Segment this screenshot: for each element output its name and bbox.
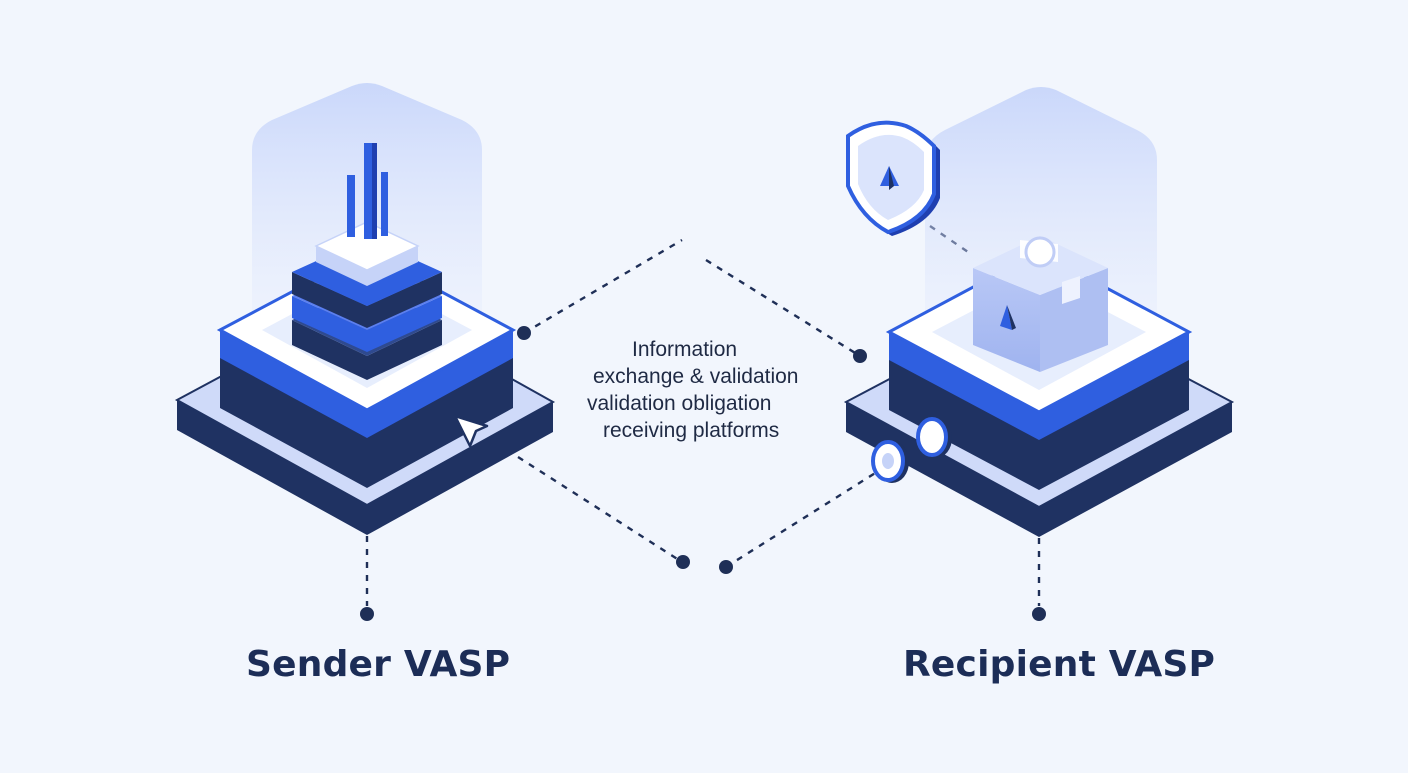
connector-sender-top xyxy=(523,238,683,335)
sender-tier-blue xyxy=(220,330,513,438)
connector-lines xyxy=(365,225,1041,606)
recipient-platform xyxy=(843,87,1235,537)
package-box-icon xyxy=(973,236,1108,372)
connector-dot xyxy=(360,607,374,621)
connector-dot xyxy=(1032,607,1046,621)
connector-dots xyxy=(360,326,1046,621)
connector-dot xyxy=(853,349,867,363)
center-text-line: validation obligation xyxy=(587,392,772,415)
connector-recipient-top xyxy=(705,258,861,358)
recipient-tier-blue xyxy=(889,332,1189,440)
connector-dot xyxy=(676,555,690,569)
sender-platform xyxy=(174,83,556,535)
sender-vasp-label: Sender VASP xyxy=(246,644,511,685)
cursor-arrow-icon xyxy=(453,414,489,448)
recipient-tier-dark xyxy=(889,355,1189,490)
server-stack-icon xyxy=(292,143,442,380)
recipient-vasp-label: Recipient VASP xyxy=(903,644,1216,685)
center-text-line: exchange & validation xyxy=(593,365,799,388)
connector-sender-bottom xyxy=(517,455,683,564)
sender-tier-dark xyxy=(220,355,513,488)
connector-dot xyxy=(517,326,531,340)
cable-connector-icon xyxy=(871,417,952,483)
connector-recipient-bottom xyxy=(725,468,881,569)
center-text-line: receiving platforms xyxy=(603,419,780,442)
connector-dot xyxy=(719,560,733,574)
center-text-line: Information xyxy=(632,338,738,361)
center-description: Information exchange & validation valida… xyxy=(560,336,850,444)
shield-icon xyxy=(846,120,940,236)
